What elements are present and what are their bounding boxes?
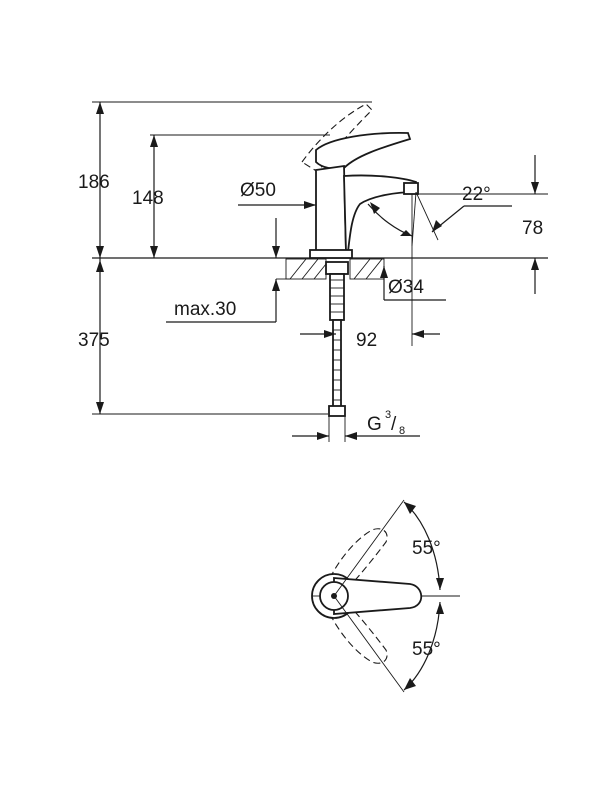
label-diameter-34: Ø34	[388, 277, 424, 298]
faucet-base	[309, 249, 353, 259]
dimension-diameter-34	[380, 266, 446, 301]
lever-rotated-down-outline	[329, 601, 388, 664]
spout	[343, 174, 417, 253]
lever-rotated-up-outline	[329, 528, 388, 591]
dimension-186	[96, 102, 104, 258]
dimension-rotation-upper	[333, 499, 444, 597]
label-78: 78	[522, 218, 543, 239]
lever	[315, 132, 412, 170]
dimension-diameter-50	[238, 201, 316, 209]
dimension-148	[150, 135, 158, 258]
mounting-stud	[329, 273, 345, 321]
dimension-375	[96, 258, 104, 414]
dimension-thread	[292, 416, 420, 442]
supply-hose	[332, 319, 342, 409]
top-view: 55° 55°	[311, 499, 460, 693]
label-thread-letter: G	[367, 414, 382, 435]
label-diameter-50: Ø50	[240, 180, 276, 201]
label-thread-denominator: 8	[399, 425, 405, 437]
label-angle-22: 22°	[462, 184, 491, 205]
label-186: 186	[78, 172, 110, 193]
label-375: 375	[78, 330, 110, 351]
label-rotation-upper: 55°	[412, 538, 441, 559]
label-thread-numerator: 3	[385, 409, 391, 421]
dimension-max-30	[166, 218, 290, 323]
label-rotation-lower: 55°	[412, 639, 441, 660]
hose-connector	[328, 405, 346, 417]
dimension-rotation-lower	[333, 595, 444, 693]
label-92: 92	[356, 330, 377, 351]
spout-outlet	[403, 182, 419, 195]
dimension-78	[418, 155, 548, 294]
side-view: 186 148 375 Ø50	[78, 101, 548, 442]
mounting-nut	[325, 261, 349, 275]
label-thread-slash: /	[391, 414, 397, 435]
top-lever	[333, 577, 423, 615]
faucet-body	[315, 164, 347, 253]
label-148: 148	[132, 188, 164, 209]
dimension-angle-22	[367, 191, 512, 247]
dimension-92	[300, 194, 440, 346]
label-max-30: max.30	[174, 299, 236, 320]
